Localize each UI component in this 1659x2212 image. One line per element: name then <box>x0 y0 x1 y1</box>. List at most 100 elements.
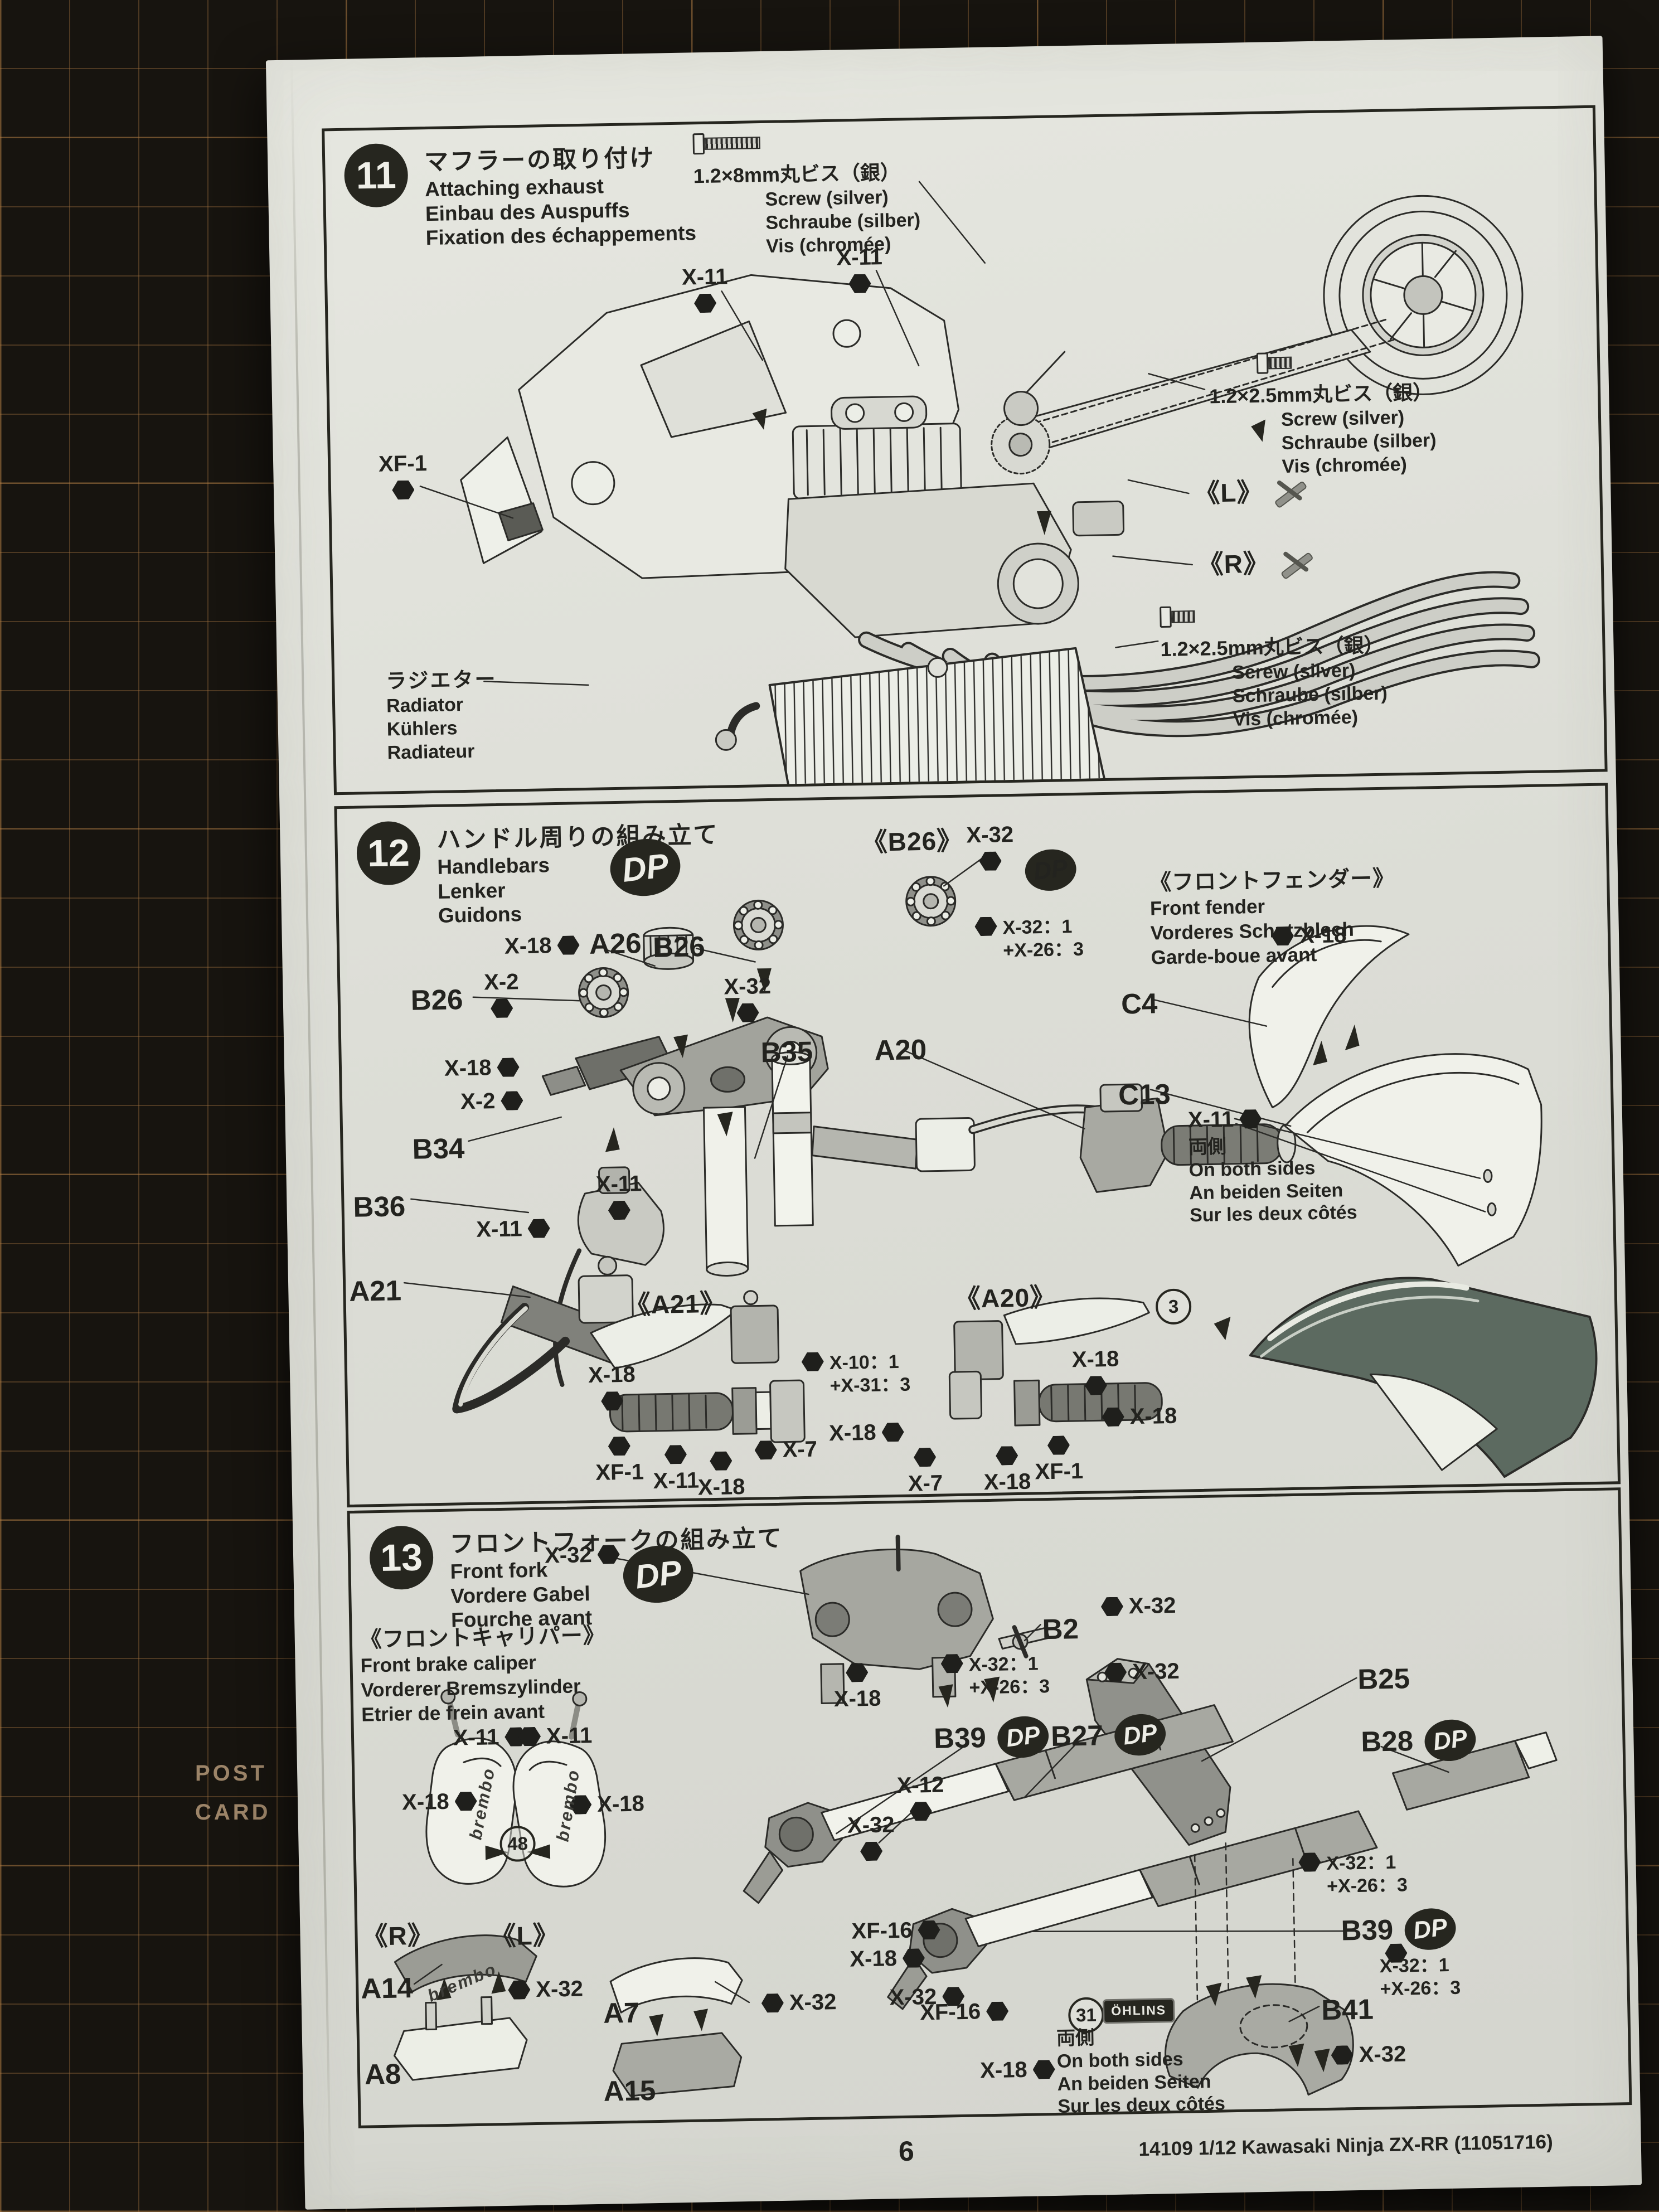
part-label: B25 <box>1357 1661 1410 1696</box>
paint-callout: X-18 <box>588 1361 636 1411</box>
paint-marker-icon <box>802 1352 824 1371</box>
label-text: B41 <box>1321 1993 1374 2026</box>
paint-callout: X-11 <box>595 1170 642 1220</box>
label-text: X-11 <box>653 1468 700 1493</box>
paint-marker-icon <box>1331 2045 1354 2065</box>
label-text: X-7 <box>782 1437 818 1462</box>
paint-callout: X-12 <box>896 1772 944 1822</box>
label-text: C4 <box>1120 987 1158 1020</box>
dp-badge: DP <box>1422 1716 1478 1764</box>
label-text: X-18 <box>401 1789 450 1815</box>
label-text: B39 <box>1341 1914 1394 1947</box>
tools-icon <box>1274 547 1316 580</box>
label-text: X-2 <box>483 969 519 995</box>
part-label: A8 <box>365 2056 401 2091</box>
label-text: B34 <box>412 1132 465 1165</box>
paint-callout: X-11 <box>836 244 883 293</box>
paint-marker-icon <box>1239 1109 1262 1129</box>
page-number: 6 <box>898 2135 915 2167</box>
paint-marker-icon <box>979 851 1002 871</box>
paint-callout: X-32 <box>761 1988 837 2016</box>
side-mark: 《B26》 <box>861 826 963 858</box>
label-text: B2 <box>1042 1613 1079 1646</box>
paint-callout: X-32 <box>724 973 772 1023</box>
paint-marker-icon <box>846 1663 869 1682</box>
paint-marker-icon <box>392 481 415 500</box>
circled-number: 48 <box>499 1825 536 1862</box>
paint-marker-icon <box>910 1802 933 1821</box>
paint-marker-icon <box>664 1445 687 1464</box>
exhaust-assembly-diagram <box>419 181 1540 793</box>
label-text: X-32 <box>966 822 1014 848</box>
note-label: X-32：1 +X-26：3 <box>940 1652 1050 1700</box>
label-text: A21 <box>348 1274 402 1307</box>
paint-marker-icon <box>940 1654 963 1673</box>
label-text: A26 <box>589 927 642 960</box>
label-text: X-32：1 +X-26：3 <box>968 1653 1050 1699</box>
paint-callout: X-32 <box>1104 1658 1180 1686</box>
paint-callout: X-11 <box>518 1722 593 1750</box>
part-label: A20 <box>874 1032 927 1068</box>
paint-marker-icon <box>848 274 871 293</box>
mat-postcard-text: POST CARD <box>195 1761 271 1825</box>
paint-callout: X-18 <box>829 1419 904 1447</box>
label-text: X-32 <box>724 973 772 1000</box>
label-text: X-18 <box>1071 1346 1119 1372</box>
dp-badge: DP <box>995 1713 1051 1761</box>
side-mark: 《L》 <box>490 1920 559 1952</box>
paint-marker-icon <box>754 1440 777 1460</box>
paint-callout: X-18 <box>1071 1346 1119 1396</box>
side-mark: 《R》 <box>1197 547 1316 581</box>
label-text: A8 <box>364 2058 401 2090</box>
label-text: X-2 <box>460 1089 496 1114</box>
paint-marker-icon <box>597 1545 620 1564</box>
label-text: X-18 <box>850 1946 898 1972</box>
paint-callout: X-18 <box>980 2056 1055 2084</box>
paint-marker-icon <box>608 1201 631 1220</box>
product-code: 14109 1/12 Kawasaki Ninja ZX-RR (1105171… <box>1138 2131 1554 2161</box>
paint-marker-icon <box>501 1091 523 1110</box>
paint-marker-icon <box>710 1451 733 1471</box>
note-label: 両側 On both sides An beiden Seiten Sur le… <box>1056 2024 1225 2118</box>
label-text: 《L》 <box>490 1920 560 1951</box>
label-text: X-32 <box>544 1542 592 1568</box>
step-12-section: 12 ハンドル周りの組み立て Handlebars Lenker Guidons… <box>334 783 1621 1508</box>
dp-badge: DP <box>1022 846 1079 894</box>
paint-marker-icon <box>860 1842 883 1861</box>
tools-icon <box>1268 476 1310 508</box>
side-mark: 《L》 <box>1194 476 1310 510</box>
label-text: X-18 <box>588 1362 636 1388</box>
label-text: B39 <box>933 1721 987 1755</box>
paint-callout: X-18 <box>505 932 580 959</box>
label-text: X-32 <box>535 1976 584 2002</box>
label-text: B26 <box>410 983 463 1016</box>
paint-callout: X-18 <box>1272 921 1347 949</box>
dp-badge: DP <box>1402 1905 1458 1953</box>
label-text: XF-1 <box>595 1459 644 1485</box>
label-text: X-18 <box>833 1686 881 1712</box>
label-text: B27 <box>1050 1719 1104 1753</box>
label-text: X-18 <box>1299 923 1347 948</box>
part-label: B26 <box>653 929 706 964</box>
side-mark: 《A21》 <box>624 1288 726 1321</box>
step-11-section: 11 マフラーの取り付け Attaching exhaust Einbau de… <box>322 105 1608 795</box>
label-text: X-32 <box>1132 1658 1180 1685</box>
part-label: C13 <box>1118 1077 1171 1112</box>
circled-number: 3 <box>1155 1288 1192 1325</box>
label-text: X-32 <box>1128 1593 1176 1619</box>
label-text: X-18 <box>697 1474 745 1500</box>
label-text: X-32：1 +X-26：3 <box>1326 1851 1408 1897</box>
label-text: 両側 On both sides An beiden Seiten Sur le… <box>1056 2027 1226 2118</box>
part-label: A26 <box>589 926 642 961</box>
label-text: X-11 <box>595 1171 642 1197</box>
paint-callout: XF-1 <box>379 450 428 500</box>
paint-callout: X-7 <box>908 1447 943 1497</box>
label-text: 《A20》 <box>954 1282 1056 1314</box>
label-text: X-32 <box>789 1990 837 2015</box>
note-label: X-32：1 +X-26：3 <box>1379 1954 1461 2001</box>
label-text: X-18 <box>828 1420 877 1446</box>
paint-marker-icon <box>1272 926 1294 946</box>
label-text: XF-1 <box>378 451 428 477</box>
